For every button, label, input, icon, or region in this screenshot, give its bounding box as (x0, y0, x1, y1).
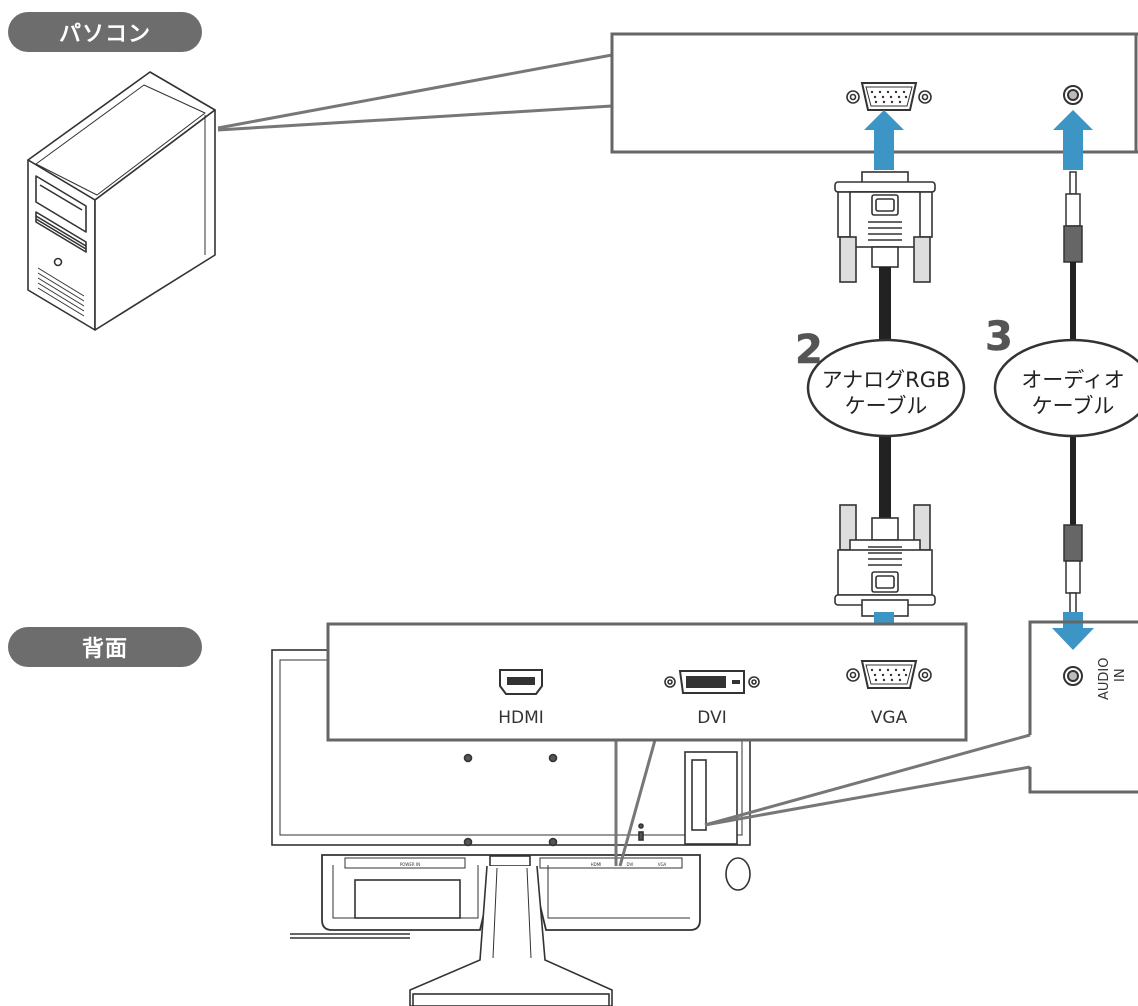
pc-tower-icon (27, 71, 216, 331)
vga-up-arrow-icon (864, 110, 904, 170)
monitor-dvi-label: DVI (627, 862, 634, 867)
audio-in-label-line1: AUDIO (1097, 658, 1112, 701)
vga-port-label: VGA (871, 708, 908, 728)
pc-audio-jack-icon (1063, 85, 1083, 105)
monitor-hdmi-label: HDMI (591, 862, 602, 867)
pc-vga-port-icon (846, 82, 932, 111)
audio-cable-bubble: 3 オーディオ ケーブル (985, 314, 1138, 438)
monitor-callout-lines (614, 733, 1031, 867)
rear-label: 背面 (8, 627, 202, 667)
pc-callout-lines (217, 53, 613, 132)
audio-down-arrow-icon (1052, 612, 1094, 650)
monitor-vga-port-icon (846, 660, 932, 689)
audio-cable-number: 3 (985, 314, 1013, 360)
rgb-cable-label-line2: ケーブル (845, 394, 928, 418)
audio-cable (1063, 171, 1083, 616)
monitor-port-panel (326, 622, 968, 742)
dvi-port-icon (664, 670, 760, 694)
audio-cable-label-line1: オーディオ (1021, 368, 1125, 392)
rgb-cable-number: 2 (795, 327, 823, 373)
hdmi-port-label: HDMI (498, 708, 544, 728)
audio-in-label-line2: IN (1113, 668, 1128, 682)
rgb-cable (834, 171, 936, 617)
audio-in-panel (1028, 620, 1138, 794)
hdmi-port-icon (499, 669, 543, 695)
audio-cable-label-line2: ケーブル (1032, 394, 1115, 418)
rgb-cable-label-line1: アナログRGB (822, 368, 951, 392)
monitor-power-in-label: POWER IN (400, 862, 420, 867)
pc-label: パソコン (8, 12, 202, 52)
audio-up-arrow-icon (1053, 110, 1093, 170)
pc-port-panel (610, 32, 1138, 154)
rgb-cable-bubble: 2 アナログRGB ケーブル (795, 327, 966, 438)
audio-in-jack-icon (1063, 666, 1083, 686)
dvi-port-label: DVI (697, 708, 726, 728)
monitor-vga-label: VGA (658, 862, 667, 867)
